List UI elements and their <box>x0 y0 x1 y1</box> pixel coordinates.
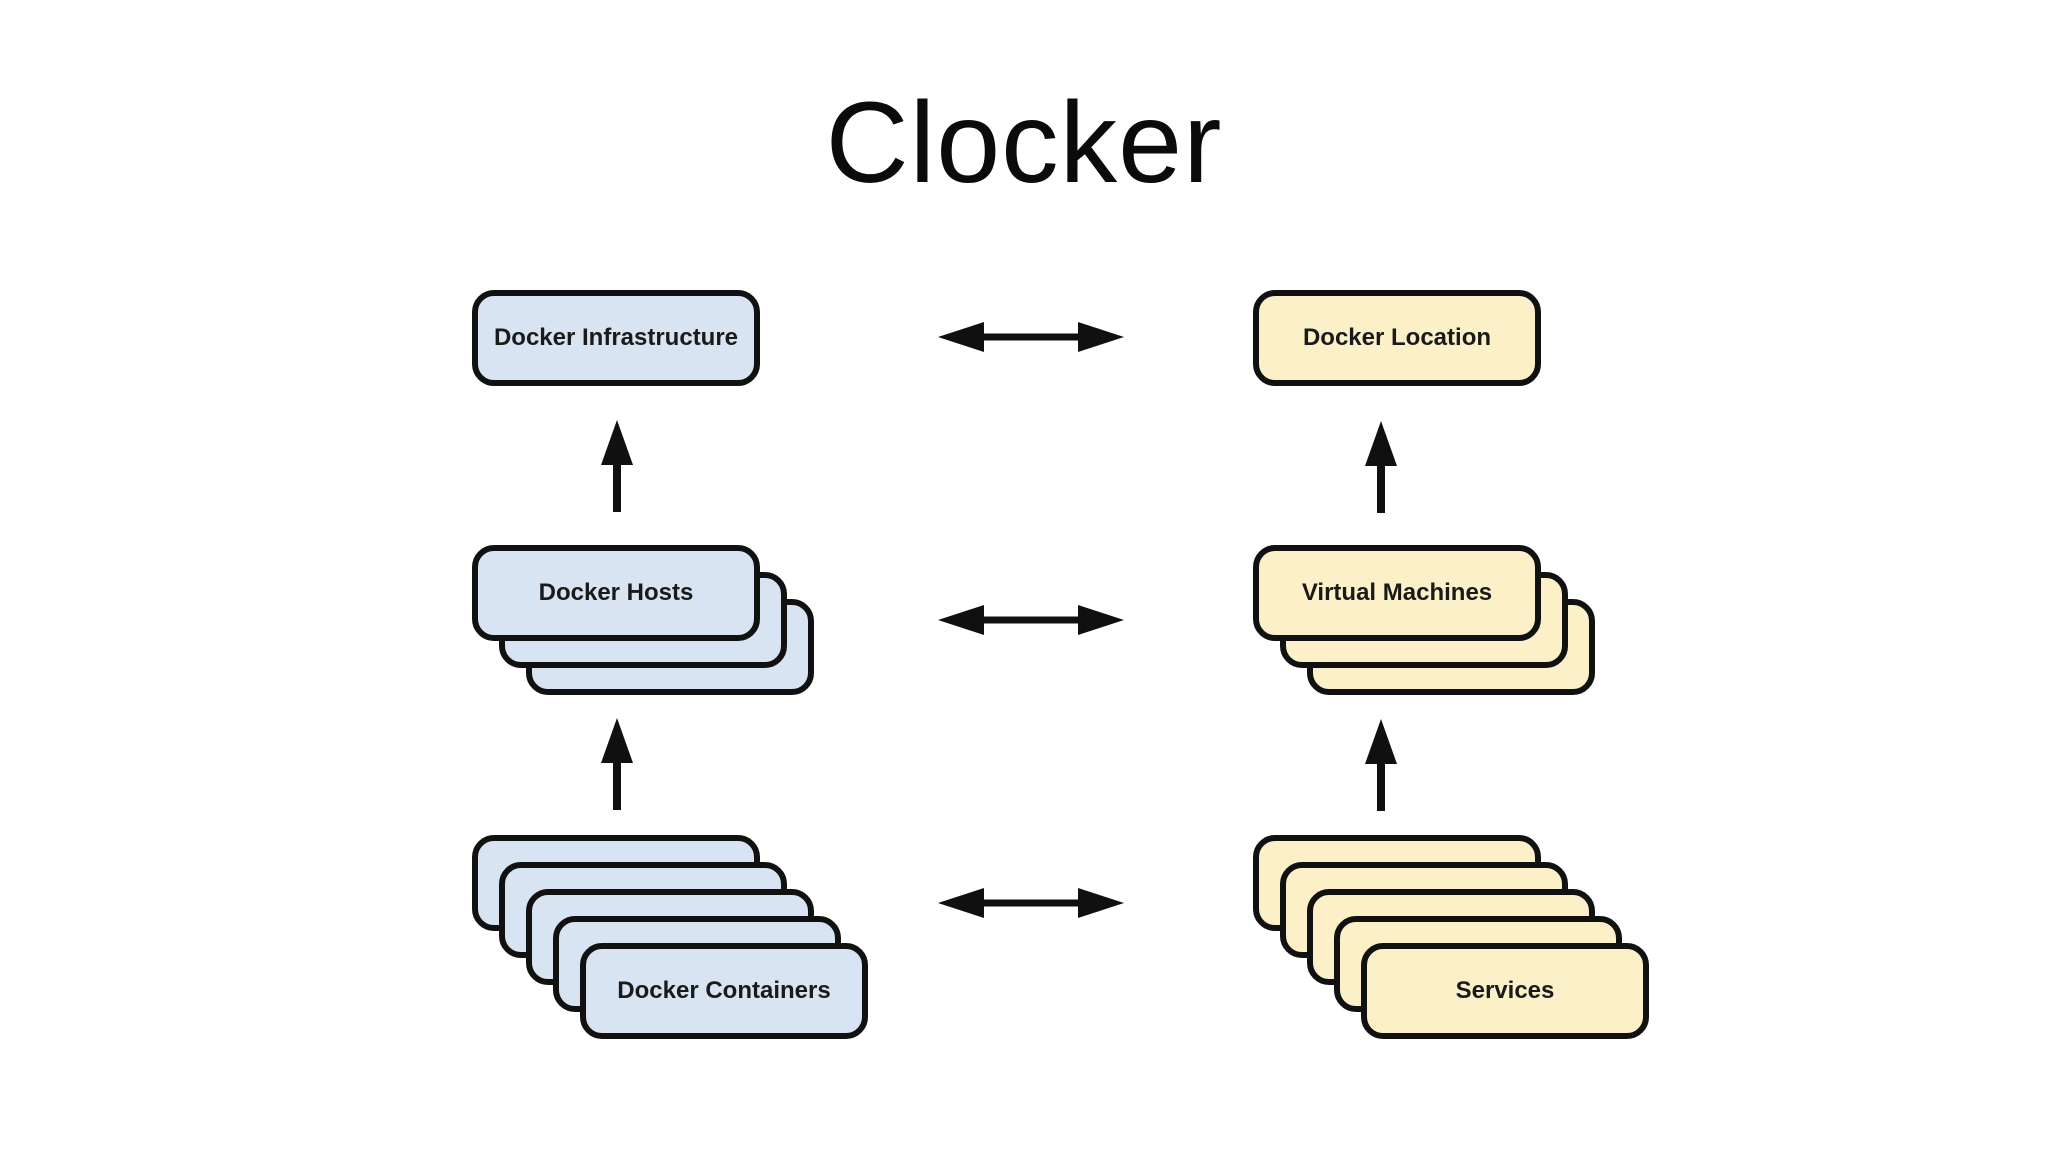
node-label: Services <box>1455 977 1555 1004</box>
node-services: Services <box>1361 943 1649 1039</box>
node-label: Docker Location <box>1302 324 1492 351</box>
stack-docker-containers: Docker Containers <box>472 835 868 1039</box>
node-docker-location: Docker Location <box>1253 290 1541 386</box>
double-arrow-icon <box>938 888 1124 918</box>
node-label: Docker Hosts <box>538 579 694 606</box>
node-label: Virtual Machines <box>1301 579 1493 606</box>
node-docker-infrastructure: Docker Infrastructure <box>472 290 760 386</box>
double-arrow-icon <box>938 322 1124 352</box>
double-arrow-icon <box>938 605 1124 635</box>
stack-docker-hosts: Docker Hosts <box>472 545 814 695</box>
node-label: Docker Containers <box>617 977 831 1004</box>
stack-virtual-machines: Virtual Machines <box>1253 545 1595 695</box>
node-virtual-machines: Virtual Machines <box>1253 545 1541 641</box>
up-arrow-icon <box>601 420 633 512</box>
up-arrow-icon <box>1365 421 1397 513</box>
node-docker-hosts: Docker Hosts <box>472 545 760 641</box>
up-arrow-icon <box>601 718 633 810</box>
node-docker-containers: Docker Containers <box>580 943 868 1039</box>
stack-services: Services <box>1253 835 1649 1039</box>
page-title: Clocker <box>825 79 1223 207</box>
node-label: Docker Infrastructure <box>493 324 739 351</box>
up-arrow-icon <box>1365 719 1397 811</box>
